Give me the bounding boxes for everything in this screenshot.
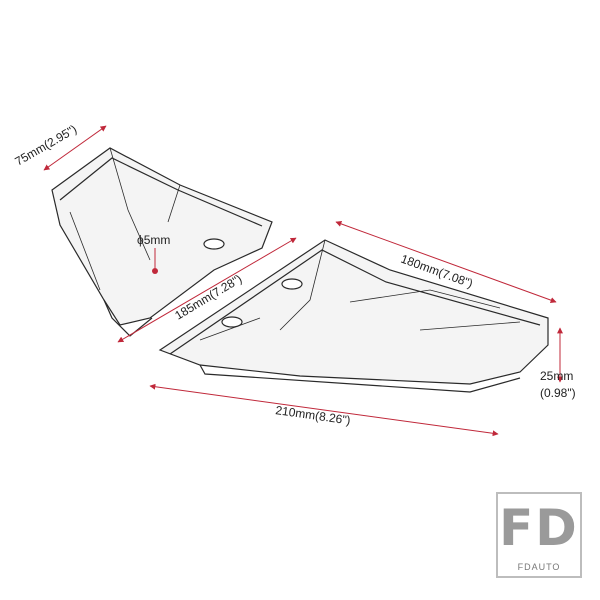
dim-label-length-bottom: 210mm(8.26")	[275, 403, 352, 427]
logo-name: FDAUTO	[517, 562, 561, 572]
dim-label-height-mm: 25mm	[540, 369, 573, 383]
dim-label-width-top: 75mm(2.95")	[13, 122, 80, 169]
dim-label-hole: ϕ5mm	[137, 233, 170, 247]
left-winglet	[51, 147, 273, 337]
brand-logo: FD FDAUTO	[496, 492, 582, 578]
hole-marker-icon	[152, 268, 158, 274]
dimension-lines	[43, 125, 563, 437]
dim-label-height-in: (0.98")	[540, 386, 576, 400]
logo-mark: FD	[499, 499, 579, 557]
